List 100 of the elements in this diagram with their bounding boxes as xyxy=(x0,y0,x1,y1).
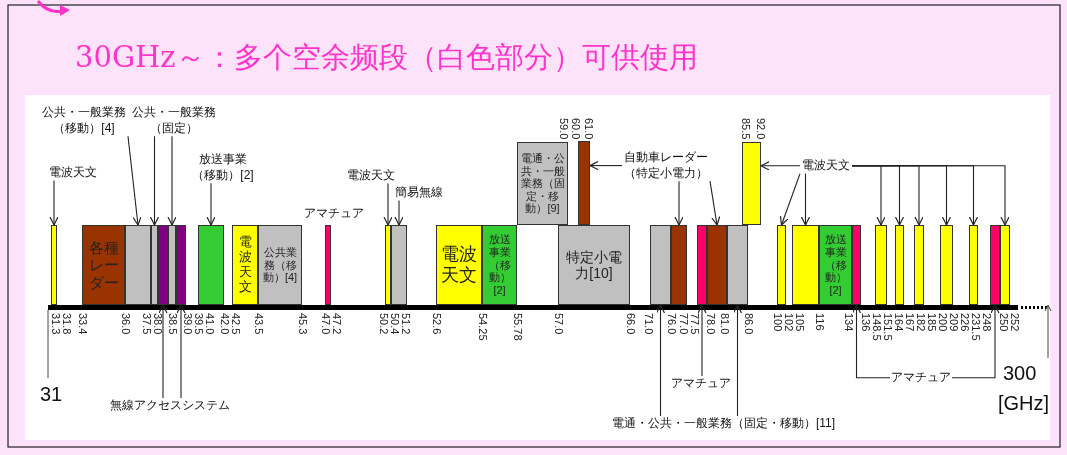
arrow xyxy=(158,304,168,399)
tick-label: 60.0 xyxy=(569,117,581,139)
tick-label: 85.5 xyxy=(739,117,751,139)
frequency-band xyxy=(158,225,168,305)
tick-label: 61.0 xyxy=(582,117,594,139)
arrow xyxy=(951,304,1000,379)
frequency-band xyxy=(168,225,176,305)
arrow xyxy=(800,173,811,226)
frequency-band xyxy=(914,225,924,305)
frequency-band xyxy=(198,225,224,305)
tick-label: 47.0 xyxy=(319,313,331,335)
frequency-band xyxy=(151,225,158,305)
arrow xyxy=(149,135,160,226)
frequency-band: 放送事業（移動）[2] xyxy=(482,225,517,305)
frequency-band: 放送事業（移動）[2] xyxy=(819,225,852,305)
tick-label: 78.0 xyxy=(704,313,716,335)
arrow xyxy=(49,180,59,226)
arrow xyxy=(779,173,801,226)
arrow xyxy=(697,304,707,377)
arrow xyxy=(851,165,1010,226)
band-label: 放送事業（移動）[2] xyxy=(188,152,258,184)
frequency-band: 各種レーダー xyxy=(82,225,125,305)
arrow xyxy=(127,135,142,226)
arrow xyxy=(394,200,404,226)
frequency-band xyxy=(727,225,748,305)
band-label: 電通・公共・一般業務（固定・移動）[11] xyxy=(612,416,836,432)
tick-label: 102 xyxy=(782,313,794,332)
band-label: アマチュア xyxy=(670,376,732,392)
tick-label: 248 xyxy=(980,313,992,332)
frequency-band xyxy=(852,225,861,305)
tick-label: 77.5 xyxy=(688,313,700,335)
tick-label: 200 xyxy=(936,313,948,332)
tick-label: 50.4 xyxy=(388,313,400,335)
frequency-band xyxy=(777,225,786,305)
frequency-band xyxy=(895,225,904,305)
frequency-band: 電波天文 xyxy=(436,225,482,305)
tick-label: 77.0 xyxy=(677,313,689,335)
band-label: 無線アクセスシステム xyxy=(110,398,230,414)
arrow xyxy=(851,304,891,379)
tick-label: 52.6 xyxy=(430,313,442,335)
frequency-band xyxy=(176,225,186,305)
tick-label: 231.5 xyxy=(969,313,981,341)
tick-label: 151.5 xyxy=(881,313,893,341)
frequency-band xyxy=(792,225,819,305)
frequency-band: 公共業務（移動）[4] xyxy=(258,225,302,305)
arrow xyxy=(760,161,801,171)
tick-label: 38.5 xyxy=(166,313,178,335)
tick-label: 54.25 xyxy=(476,313,488,341)
arrow xyxy=(167,135,177,226)
tick-label: 31.3 xyxy=(49,313,61,335)
tick-label: 250 xyxy=(997,313,1009,332)
arrow xyxy=(655,304,666,417)
frequency-band xyxy=(707,225,727,305)
title: 30GHz～：多个空余频段（白色部分）可供使用 xyxy=(75,39,698,76)
tick-label: 252 xyxy=(1008,313,1020,332)
tick-label: 41.0 xyxy=(203,313,215,335)
tick-label: 136 xyxy=(859,313,871,332)
tick-label: 51.2 xyxy=(399,313,411,335)
arrow xyxy=(206,182,216,226)
tick-label: 57.0 xyxy=(552,313,564,335)
tick-label: 39.5 xyxy=(192,313,204,335)
frequency-band xyxy=(940,225,953,305)
frequency-band xyxy=(391,225,407,305)
band-label: アマチュア xyxy=(304,206,364,222)
band-label: 公共・一般業務（固定） xyxy=(130,105,218,137)
tick-label: 134 xyxy=(842,313,854,332)
tick-label: 81.0 xyxy=(718,313,730,335)
band-label: 電波天文 xyxy=(800,158,852,174)
tick-label: 100 xyxy=(771,313,783,332)
tick-label: 86.0 xyxy=(742,313,754,335)
frequency-band xyxy=(671,225,687,305)
arrow xyxy=(589,161,623,171)
band-label: アマチュア xyxy=(890,370,952,386)
arrow xyxy=(176,304,186,399)
tick-label: 59.0 xyxy=(557,117,569,139)
tick-label: 50.2 xyxy=(377,313,389,335)
band-label: 公共・一般業務（移動）[4] xyxy=(40,105,128,137)
arrow xyxy=(709,180,721,226)
frequency-band xyxy=(51,225,57,305)
frequency-band xyxy=(650,225,671,305)
axis-label: 31 xyxy=(40,383,63,406)
arrow xyxy=(674,180,684,226)
tick-label: 148.5 xyxy=(870,313,882,341)
axis-label: [GHz] xyxy=(998,392,1050,415)
frequency-band xyxy=(1000,225,1010,305)
tick-label: 43.5 xyxy=(252,313,264,335)
tick-label: 76.0 xyxy=(665,313,677,335)
tick-label: 226 xyxy=(958,313,970,332)
tick-label: 116 xyxy=(813,313,825,331)
tick-label: 167 xyxy=(903,313,915,332)
frequency-band xyxy=(385,225,391,305)
tick-label: 55.78 xyxy=(511,313,523,341)
tick-label: 185 xyxy=(925,313,937,332)
frequency-band xyxy=(990,225,1000,305)
frequency-band xyxy=(125,225,151,305)
band-label: 簡易無線 xyxy=(393,185,445,201)
tick-label: 71.0 xyxy=(642,313,654,335)
tick-label: 92.0 xyxy=(754,117,766,139)
tick-label: 36.0 xyxy=(119,313,131,335)
axis-label: 300 xyxy=(1003,362,1037,385)
